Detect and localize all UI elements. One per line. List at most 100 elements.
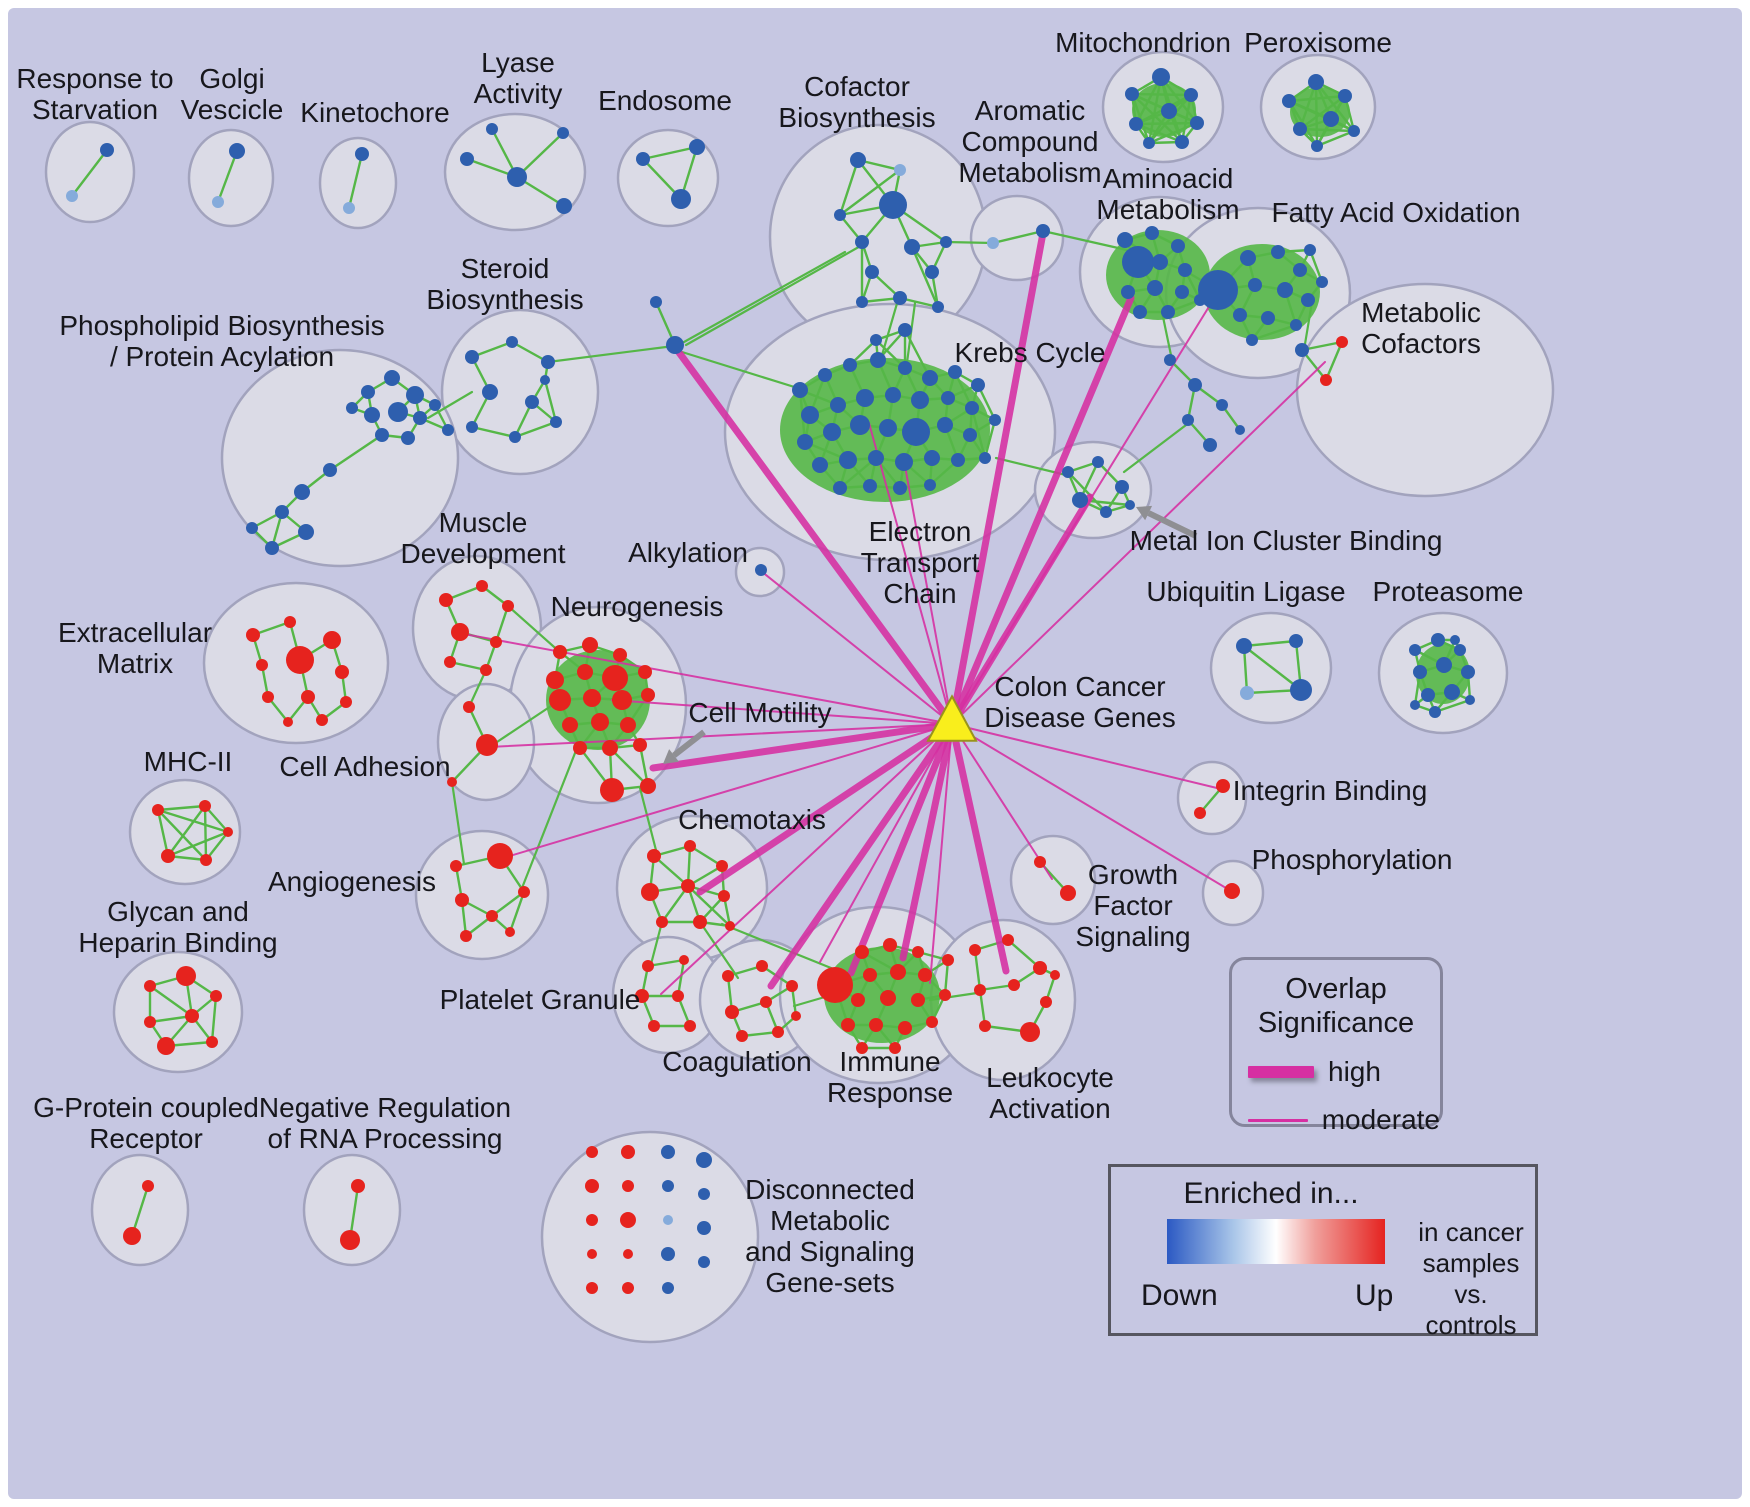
cluster-bubble-golgi-vescicle xyxy=(187,128,275,228)
gene-set-node xyxy=(586,1282,598,1294)
gene-set-node xyxy=(246,522,258,534)
label-phospholipid-biosynthesis: Phospholipid Biosynthesis/ Protein Acyla… xyxy=(59,310,384,372)
gene-set-node xyxy=(1465,695,1475,705)
gene-set-edge xyxy=(1324,340,1344,382)
gene-set-node xyxy=(388,402,408,422)
gene-set-node xyxy=(413,411,427,425)
gene-set-node xyxy=(1145,226,1159,240)
gene-set-node xyxy=(979,1020,991,1032)
gene-set-node xyxy=(1338,89,1352,103)
gene-set-node xyxy=(1461,665,1475,679)
gene-set-node xyxy=(586,1146,598,1158)
gene-set-edge xyxy=(1006,938,1042,970)
gene-set-node xyxy=(591,713,609,731)
overlap-edge-neurogenesis xyxy=(611,699,953,725)
gene-set-node xyxy=(684,840,696,852)
gene-set-edge xyxy=(1433,698,1472,714)
gene-set-node xyxy=(911,391,929,409)
gene-set-node xyxy=(989,414,1001,426)
gene-set-node xyxy=(925,265,939,279)
cluster-bubble-disconnected-gene-sets xyxy=(540,1130,760,1344)
gene-set-node xyxy=(987,237,999,249)
gene-set-node xyxy=(229,143,245,159)
gene-set-node xyxy=(1224,883,1240,899)
gene-set-node xyxy=(444,656,456,668)
gene-set-node xyxy=(1125,500,1135,510)
edge-mass-fatty-acid-oxidation xyxy=(1204,244,1320,340)
gene-set-node xyxy=(663,1215,673,1225)
gene-set-node xyxy=(911,993,925,1007)
gene-set-node xyxy=(1194,807,1206,819)
gene-set-node xyxy=(1248,278,1262,292)
gene-set-node xyxy=(1293,263,1307,277)
overlap-edge-platelet-granule xyxy=(660,723,953,995)
gene-set-node xyxy=(932,301,944,313)
gene-set-edge xyxy=(156,808,208,862)
gene-set-node xyxy=(924,450,940,466)
overlap-edge-aminoacid-metabolism xyxy=(948,294,1135,728)
gene-set-edge xyxy=(1250,323,1298,342)
gene-set-node xyxy=(1235,425,1245,435)
gene-set-node xyxy=(1413,665,1427,679)
gene-set-edge xyxy=(470,340,514,359)
gene-set-node xyxy=(490,636,502,648)
overlap-title-line1: Overlap xyxy=(1285,973,1387,1005)
gene-set-node xyxy=(948,365,962,379)
gene-set-node xyxy=(480,664,492,676)
gene-set-edge xyxy=(652,854,690,888)
gene-set-node xyxy=(541,355,555,369)
gene-set-node xyxy=(924,479,936,491)
gene-set-node xyxy=(1246,334,1258,346)
gene-set-node xyxy=(66,190,78,202)
gene-set-node xyxy=(142,1180,154,1192)
inter-cluster-edge xyxy=(680,350,806,392)
gene-set-node xyxy=(1050,970,1060,980)
gene-set-node xyxy=(818,368,832,382)
gene-set-node xyxy=(323,631,341,649)
gene-set-node xyxy=(210,990,222,1002)
gene-set-node xyxy=(256,659,268,671)
gene-set-edge xyxy=(1315,129,1356,148)
gene-set-node xyxy=(185,1009,199,1023)
gene-set-node xyxy=(1060,885,1076,901)
gene-set-node xyxy=(885,387,901,403)
gene-set-node xyxy=(284,616,296,628)
gene-set-node xyxy=(647,849,661,863)
gene-set-node xyxy=(157,1037,175,1055)
gene-set-node xyxy=(505,927,515,937)
label-cell-motility: Cell Motility xyxy=(688,697,831,728)
gene-set-node xyxy=(698,1188,710,1200)
gene-set-node xyxy=(681,879,695,893)
gene-set-node xyxy=(152,804,164,816)
label-krebs-cycle: Krebs Cycle xyxy=(955,337,1106,368)
gene-set-node xyxy=(1117,232,1133,248)
gene-set-node xyxy=(969,944,981,956)
gene-set-edge xyxy=(148,1014,194,1024)
gene-set-node xyxy=(648,1020,660,1032)
gene-set-node xyxy=(641,688,655,702)
gene-set-edge xyxy=(1130,92,1151,145)
label-phosphorylation: Phosphorylation xyxy=(1252,844,1453,875)
significance-moderate-row: moderate xyxy=(1248,1104,1440,1136)
gene-set-node xyxy=(487,843,513,869)
overlap-legend: Overlap Significance high moderate xyxy=(1229,957,1443,1135)
gene-set-node xyxy=(725,1005,739,1019)
gene-set-node xyxy=(942,954,954,966)
gene-set-node xyxy=(1175,135,1189,149)
gene-set-node xyxy=(335,665,349,679)
inter-cluster-edge xyxy=(506,604,564,656)
gene-set-node xyxy=(364,407,380,423)
gene-set-node xyxy=(587,1249,597,1259)
gene-set-edge xyxy=(608,746,650,788)
gene-set-node xyxy=(1316,276,1328,288)
gene-set-node xyxy=(672,990,684,1002)
gene-set-node xyxy=(1282,94,1296,108)
enrichment-note-line3: vs. controls xyxy=(1425,1279,1517,1340)
gene-set-node xyxy=(1233,308,1247,322)
label-cell-adhesion: Cell Adhesion xyxy=(279,751,450,782)
inter-cluster-edge xyxy=(878,298,900,364)
gene-set-node xyxy=(636,152,650,166)
